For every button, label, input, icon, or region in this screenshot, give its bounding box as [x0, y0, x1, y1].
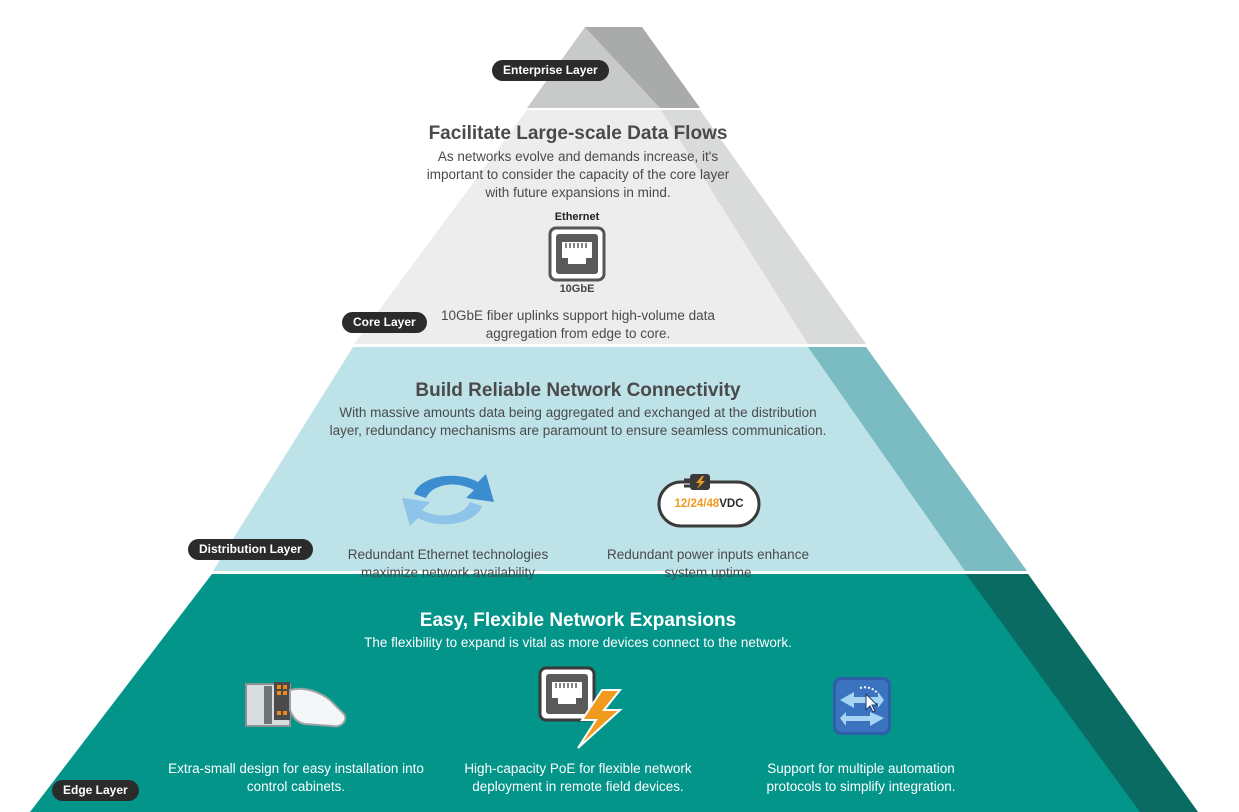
redundant-ethernet-caption: Redundant Ethernet technologies maximize…: [347, 547, 549, 580]
ethernet-icon-label: Ethernet: [554, 211, 600, 223]
redundant-power-caption: Redundant power inputs enhance system up…: [607, 547, 809, 580]
edge-layer-pill: Edge Layer: [52, 780, 139, 801]
edge-tier-side: [966, 574, 1198, 812]
power-input-icon: 12/24/48VDC: [656, 472, 762, 530]
enterprise-layer-pill: Enterprise Layer: [492, 60, 609, 81]
poe-caption: High-capacity PoE for flexible network d…: [464, 761, 692, 794]
cabinet-install-caption: Extra-small design for easy installation…: [168, 761, 424, 794]
ethernet-icon-speed: 10GbE: [559, 283, 595, 295]
core-title: Facilitate Large-scale Data Flows: [428, 123, 728, 144]
distribution-layer-pill: Distribution Layer: [188, 539, 313, 560]
cabinet-install-icon: [244, 676, 350, 732]
edge-description: The flexibility to expand is vital as mo…: [364, 635, 792, 650]
automation-protocol-caption: Support for multiple automation protocol…: [766, 761, 956, 794]
distribution-description: With massive amounts data being aggregat…: [329, 405, 827, 438]
voltage-unit-text: VDC: [719, 498, 744, 510]
voltage-range-text: 12/24/48: [674, 498, 720, 510]
distribution-title: Build Reliable Network Connectivity: [415, 380, 741, 401]
distribution-tier-side: [808, 347, 1027, 571]
redundancy-arrows-icon: [396, 468, 500, 532]
edge-title: Easy, Flexible Network Expansions: [419, 610, 737, 631]
core-caption: 10GbE fiber uplinks support high-volume …: [441, 308, 715, 341]
poe-icon: [536, 664, 628, 750]
core-description: As networks evolve and demands increase,…: [426, 149, 730, 200]
core-layer-pill: Core Layer: [342, 312, 427, 333]
automation-protocol-icon: [832, 676, 892, 736]
enterprise-tier-side: [585, 27, 700, 108]
ethernet-port-icon: Ethernet 10GbE: [542, 211, 612, 301]
core-tier-side: [661, 110, 866, 344]
